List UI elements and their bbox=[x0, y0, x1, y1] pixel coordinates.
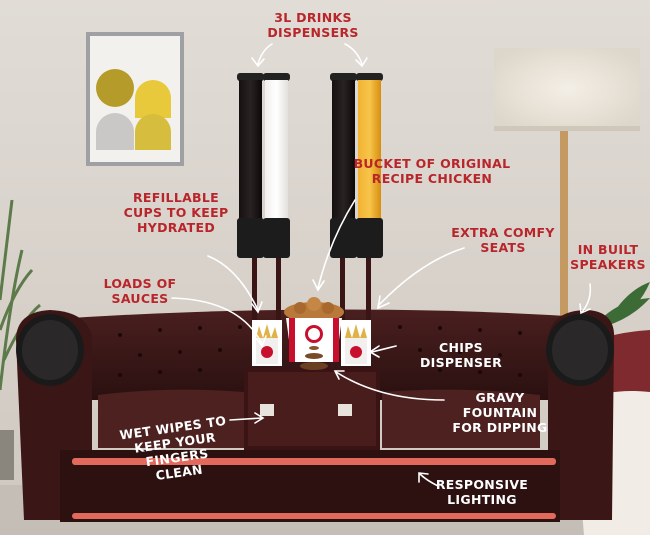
dispenser-cola-1 bbox=[237, 73, 264, 258]
label-gravy-fountain: GRAVY FOUNTAIN FOR DIPPING bbox=[452, 390, 548, 435]
label-drink-dispensers: 3L DRINKS DISPENSERS bbox=[267, 10, 359, 40]
plant-pot bbox=[0, 430, 14, 480]
dispenser-poles bbox=[252, 258, 371, 320]
led-strip-lower bbox=[72, 513, 556, 519]
speaker-left bbox=[16, 314, 84, 386]
dispenser-cola-2 bbox=[330, 73, 357, 258]
annotation-arrows bbox=[171, 43, 592, 487]
label-speakers: IN BUILT SPEAKERS bbox=[570, 242, 646, 272]
label-extra-comfy-seats: EXTRA COMFY SEATS bbox=[451, 225, 555, 255]
plant-left bbox=[0, 199, 41, 391]
speaker-right bbox=[546, 314, 614, 386]
chips-left bbox=[252, 320, 282, 366]
dispenser-orange bbox=[356, 73, 383, 258]
label-chips-dispenser: CHIPS DISPENSER bbox=[419, 340, 503, 370]
gravy-fountain bbox=[300, 346, 328, 370]
label-chicken-bucket: BUCKET OF ORIGINAL RECIPE CHICKEN bbox=[353, 156, 511, 186]
floor-lamp bbox=[494, 48, 640, 318]
led-strip-upper bbox=[72, 458, 556, 465]
dispenser-water bbox=[263, 73, 290, 258]
chips-right bbox=[341, 320, 371, 366]
label-refillable-cups: REFILLABLE CUPS TO KEEP HYDRATED bbox=[123, 190, 229, 235]
label-sauces: LOADS OF SAUCES bbox=[103, 276, 177, 306]
chicken-bucket bbox=[284, 297, 344, 362]
wall-art-frame bbox=[86, 32, 184, 166]
plant-right bbox=[600, 282, 650, 326]
center-console bbox=[244, 368, 380, 450]
label-responsive-lighting: RESPONSIVE LIGHTING bbox=[435, 477, 529, 507]
